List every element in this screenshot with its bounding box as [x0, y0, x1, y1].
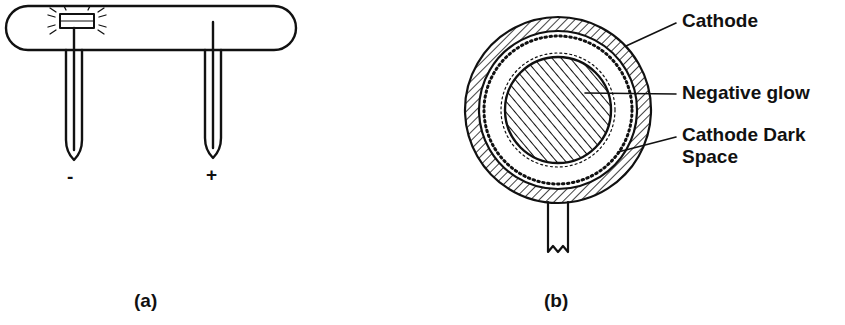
part-label: Cathode — [682, 10, 758, 32]
panel-label: (a) — [134, 290, 157, 312]
part-label: Negative glow — [682, 82, 810, 104]
part-label: Cathode Dark Space — [682, 124, 822, 168]
polarity-sign: - — [67, 166, 73, 188]
panel-label: (b) — [544, 290, 568, 312]
polarity-sign: + — [206, 164, 217, 186]
